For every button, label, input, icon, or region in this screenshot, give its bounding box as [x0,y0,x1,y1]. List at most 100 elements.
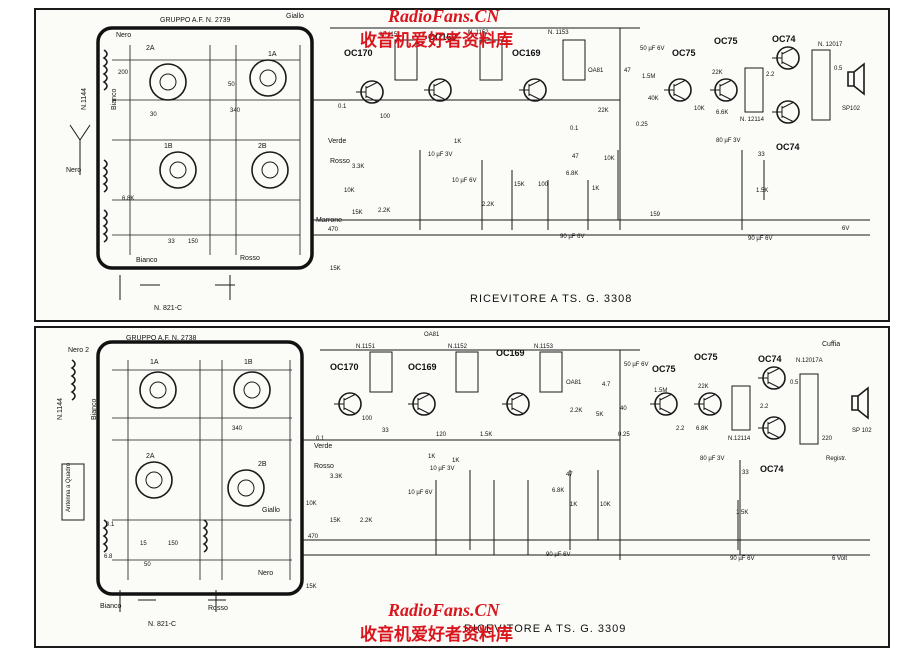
transformer-1152-bottom: N.1152 [448,344,468,350]
transformer-1151-bottom: N.1151 [356,344,376,350]
value-label-top-33: 90 µF 6V [560,234,584,240]
value-label-top-18: 6.8K [566,171,578,177]
if-transformer-1-bottom [369,351,393,393]
value-label-bottom-7: 470 [308,534,319,540]
value-label-bottom-19: 47 [566,472,573,478]
value-label-top-17: 47 [572,154,579,160]
value-label-bottom-30: 10 µF 3V [430,466,454,472]
value-label-bottom-34: 90 µF 6V [546,552,570,558]
if-transformer-1-top [394,39,418,81]
transformer-12017a-bottom: N.12017A [796,358,823,364]
antenna-label-bottom: Antenna a Quadro [66,462,72,512]
wire-label-verde-top: Verde [328,138,346,145]
transformer-1152-top: N. 1152 [468,30,489,36]
diode-label-2-bottom: OA81 [566,380,582,386]
wire-label-nero2-bottom: Nero 2 [68,347,89,354]
value-label-top-31: 50 µF 6V [640,46,664,52]
rf-group-label-bottom: GRUPPO A.F. N. 2738 [126,335,197,342]
value-label-top-32: 80 µF 3V [716,138,740,144]
value-label-bottom-24: 1.5M [654,388,667,394]
value-label-bottom-36: 0.5 [790,380,799,386]
if-transformer-3-bottom [539,351,563,393]
value-label-top-0: 200 [118,70,129,76]
title-top: RICEVITORE A TS. G. 3308 [470,293,632,305]
wire-label-nero-bottom: Nero [258,570,273,577]
coil-label-top: N.1144 [81,88,88,110]
value-label-bottom-27: 2.2 [676,426,685,432]
speaker-label-bottom: SP 102 [852,428,872,434]
transformer-12114-top: N. 12114 [740,117,765,123]
value-label-top-23: 47 [624,68,631,74]
value-label-top-21: 22K [598,108,609,114]
value-label-bottom-37: 220 [822,436,833,442]
value-label-bottom-40: 2.2 [760,404,769,410]
oc169b-label-top: OC169 [512,48,541,58]
value-label-top-20: 10K [604,156,615,162]
watermark-chinese-top: 收音机爱好者资料库 [360,30,513,51]
value-label-bottom-14: 15K [306,584,317,590]
value-label-top-25: 0.25 [636,122,648,128]
value-label-bottom-16: 120 [436,432,447,438]
value-label-bottom-38: 33 [742,470,749,476]
value-label-top-19: 1K [592,186,599,192]
wire-label-bianco-top: Bianco [111,88,118,110]
value-label-bottom-11: 15 [140,541,147,547]
oc75a-label-top: OC75 [672,48,696,58]
section-label-1b-bottom: 1B [244,359,253,366]
value-label-bottom-15: 1K [428,454,435,460]
value-label-top-22: 1.5M [642,74,655,80]
value-label-top-26: 10K [694,106,705,112]
value-label-top-41: 0.5 [834,66,843,72]
value-label-top-42: 100 [538,182,549,188]
section-label-1a-bottom: 1A [150,359,159,366]
antenna-icon-top [69,124,91,175]
battery-label-top: 6V [842,226,849,232]
value-label-bottom-39: 1.5K [736,510,748,516]
oc75b-label-bottom: OC75 [694,352,718,362]
wafer-switch-2b-bottom [227,469,265,507]
transistor-oc75-b-top [710,78,738,102]
section-label-1b-top: 1B [164,143,173,150]
section-label-2a-top: 2A [146,45,155,52]
speaker-icon-top [847,62,865,96]
value-label-bottom-25: 22K [698,384,709,390]
transistor-oc75-a-bottom [650,392,678,416]
section-label-1a-top: 1A [268,51,277,58]
if-transformer-2-bottom [455,351,479,393]
value-label-top-13: 15K [330,266,341,272]
value-label-bottom-20: 6.8K [552,488,564,494]
speaker-label-top: SP102 [842,106,861,112]
value-label-bottom-28: 0.25 [618,432,630,438]
wafer-switch-1a-bottom [139,371,177,409]
transistor-oc75-a-top [664,78,692,102]
value-label-bottom-31: 10 µF 6V [408,490,432,496]
switch-n821c-bottom [119,590,226,612]
wafer-switch-1b-bottom [233,371,271,409]
value-label-top-15: 2.2K [482,202,494,208]
wire-label-verde-bottom: Verde [314,443,332,450]
diode-label-top: OA81 [588,68,604,74]
value-label-top-39: 0.1 [570,126,579,132]
transistor-oc74-b-bottom [758,416,786,440]
value-label-top-24: 40K [648,96,659,102]
value-label-top-6: 3.3K [352,164,364,170]
value-label-top-29: 10 µF 3V [428,152,452,158]
transistor-oc169-b-top [519,78,547,102]
transistor-oc74-a-top [772,46,800,70]
value-label-top-16: 15K [514,182,525,188]
value-label-bottom-0: 340 [232,426,243,432]
value-label-top-14: 1K [454,139,461,145]
wire-label-giallo-bottom: Giallo [262,507,280,514]
value-label-bottom-17: 1.5K [480,432,492,438]
wafer-switch-1a-top [149,63,187,101]
coil-n1144-top [102,49,108,91]
value-label-bottom-8: 33 [382,428,389,434]
transformer-1153-top: N. 1153 [548,30,569,36]
transistor-oc169-a-top [424,78,452,102]
watermark-latin-top: RadioFans.CN [387,6,501,26]
wire-label-rosso2-top: Rosso [240,255,260,262]
value-label-bottom-35: 90 µF 6V [730,556,754,562]
value-label-top-40: 2.2 [766,72,775,78]
value-label-bottom-22: 10K [600,502,611,508]
value-label-bottom-23: 4.7 [602,382,611,388]
